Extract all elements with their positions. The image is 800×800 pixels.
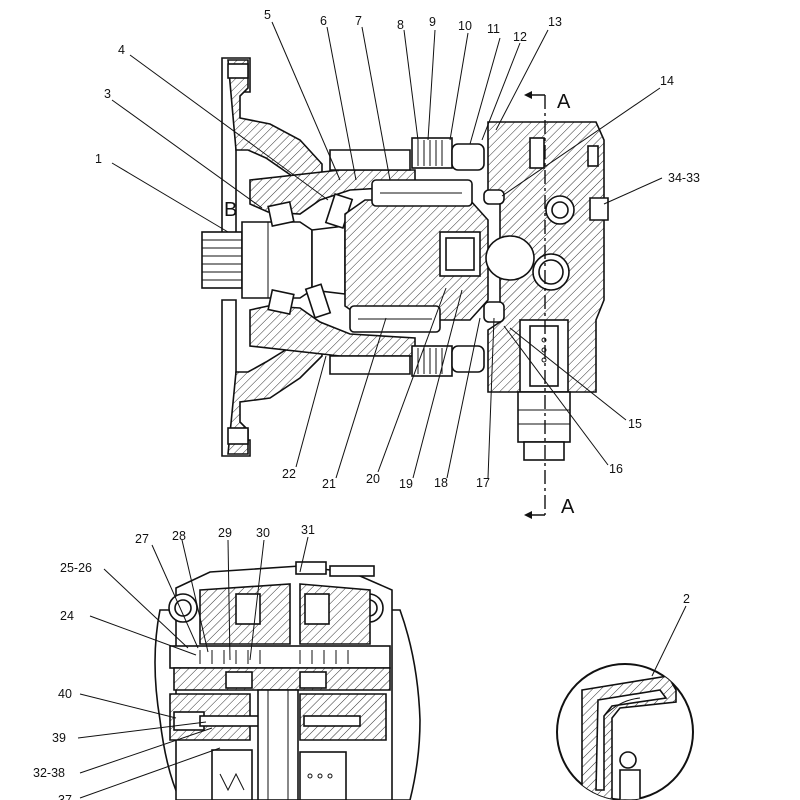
- callout-7: 7: [355, 14, 362, 28]
- callout-1: 1: [95, 152, 102, 166]
- callout-30: 30: [256, 526, 270, 540]
- seal-detail-view: [556, 663, 694, 800]
- callout-29: 29: [218, 526, 232, 540]
- callout-12: 12: [513, 30, 527, 44]
- callout-13: 13: [548, 15, 562, 29]
- motor-section-view: [201, 57, 609, 519]
- callout-5: 5: [264, 8, 271, 22]
- callout-20: 20: [366, 472, 380, 486]
- callout-31: 31: [301, 523, 315, 537]
- section-line-a: [524, 91, 546, 519]
- callout-3: 3: [104, 87, 111, 101]
- relief-valve: [517, 319, 571, 461]
- callout-14: 14: [660, 74, 674, 88]
- brake-pack: [411, 137, 485, 377]
- mounting-flange: [221, 57, 323, 457]
- callout-34-33: 34-33: [668, 171, 700, 185]
- callout-11: 11: [487, 22, 500, 36]
- motor-housing: [249, 149, 416, 375]
- callout-15: 15: [628, 417, 642, 431]
- callout-22: 22: [282, 467, 296, 481]
- callout-4: 4: [118, 43, 125, 57]
- port-label-b: B: [224, 199, 237, 221]
- callout-40: 40: [58, 687, 72, 701]
- callout-32-38: 32-38: [33, 766, 65, 780]
- callout-9: 9: [429, 15, 436, 29]
- callout-17: 17: [476, 476, 490, 490]
- callout-18: 18: [434, 476, 448, 490]
- callout-28: 28: [172, 529, 186, 543]
- callout-25-26: 25-26: [60, 561, 92, 575]
- output-shaft: [201, 221, 346, 299]
- callout-labels: 1 2 3 4 5 6 7 8 9 10 11 12 13 14 15 16 1…: [33, 8, 700, 800]
- leader-lines: [77, 21, 687, 799]
- callout-19: 19: [399, 477, 413, 491]
- callout-21: 21: [322, 477, 336, 491]
- callout-27: 27: [135, 532, 149, 546]
- callout-16: 16: [609, 462, 623, 476]
- callout-2: 2: [683, 592, 690, 606]
- callout-37: 37: [58, 793, 72, 800]
- section-label-a-top: A: [557, 91, 571, 113]
- callout-8: 8: [397, 18, 404, 32]
- valve-block-view: [154, 561, 421, 800]
- callout-6: 6: [320, 14, 327, 28]
- callout-24: 24: [60, 609, 74, 623]
- cylinder-barrel: [344, 179, 489, 333]
- callout-39: 39: [52, 731, 66, 745]
- section-label-a-bottom: A: [561, 496, 575, 518]
- callout-10: 10: [458, 19, 472, 33]
